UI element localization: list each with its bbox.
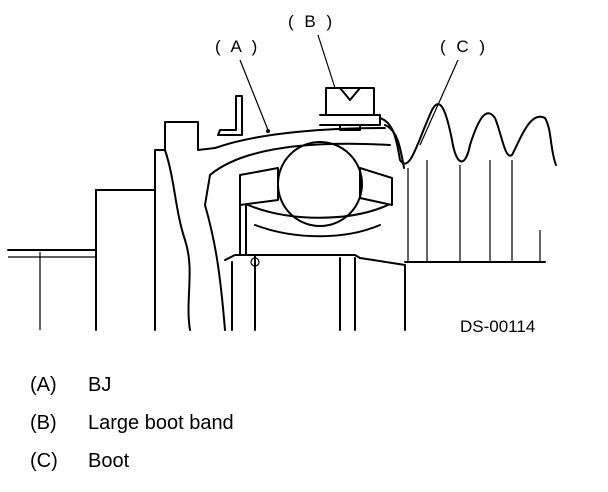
bj-cage xyxy=(239,167,393,238)
shaft-housing-outline xyxy=(7,149,166,331)
callout-c: ( C ) xyxy=(440,37,488,56)
bj-outer-race xyxy=(164,121,391,331)
large-boot-band xyxy=(319,87,381,131)
legend-item-a: (A) BJ xyxy=(30,373,234,411)
bj-inner-race xyxy=(224,199,406,331)
figure-code: DS-00114 xyxy=(460,317,535,336)
legend-label: BJ xyxy=(88,374,112,396)
leader-lines xyxy=(239,34,459,146)
callout-a: ( A ) xyxy=(215,37,260,56)
legend-key: (A) xyxy=(30,374,57,396)
bj-ball xyxy=(277,141,363,227)
legend-item-c: (C) Boot xyxy=(30,449,234,487)
legend: (A) BJ (B) Large boot band (C) Boot xyxy=(30,373,234,487)
legend-key: (C) xyxy=(30,450,58,472)
legend-label: Boot xyxy=(88,450,130,472)
boot-bellows xyxy=(379,103,557,263)
legend-label: Large boot band xyxy=(88,412,234,434)
bj-cross-section-diagram: ( A ) ( B ) ( C ) DS-00114 xyxy=(7,12,557,336)
retainer-bracket xyxy=(217,95,243,136)
callout-b: ( B ) xyxy=(288,12,335,31)
legend-item-b: (B) Large boot band xyxy=(30,411,234,449)
legend-key: (B) xyxy=(30,412,57,434)
